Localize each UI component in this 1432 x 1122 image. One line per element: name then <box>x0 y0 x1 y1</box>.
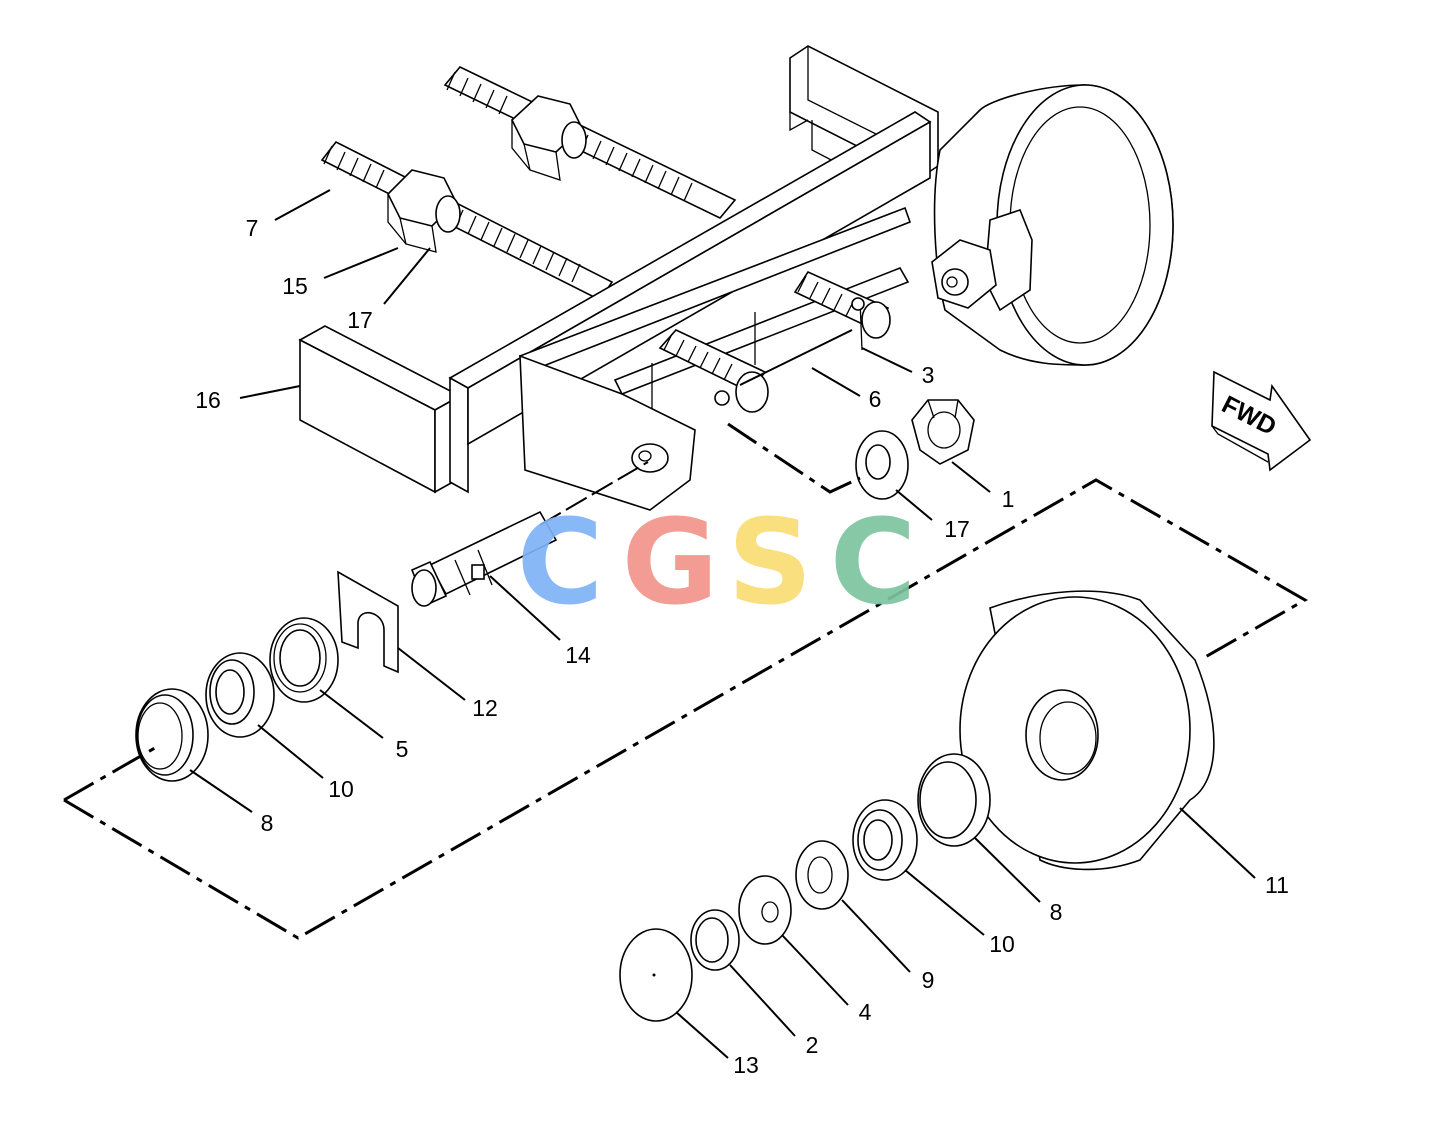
callout-labels: 7 15 17 16 3 6 1 17 14 12 5 10 8 11 8 10 9 4 2 13 <box>195 215 1289 1078</box>
callout-label: 3 <box>922 362 935 388</box>
nut-part-1 <box>911 399 975 465</box>
callout-label: 14 <box>565 642 591 668</box>
leader-line <box>841 899 911 973</box>
callout-label: 10 <box>328 776 354 802</box>
leader-line <box>319 689 384 739</box>
watermark-letter: C <box>517 493 604 631</box>
bearing-part-10-left <box>205 652 275 738</box>
leader-line <box>489 575 561 641</box>
seal-part-5 <box>269 617 339 703</box>
watermark-letter: S <box>728 493 813 631</box>
leader-line <box>239 385 301 399</box>
callout-label: 12 <box>472 695 498 721</box>
leader-line <box>951 461 991 493</box>
idler-wheel-part-11 <box>959 590 1215 871</box>
leader-line <box>675 1011 729 1059</box>
leader-line <box>257 724 324 779</box>
axle-shaft <box>410 461 649 607</box>
leader-line <box>861 347 913 373</box>
callout-label: 17 <box>347 307 373 333</box>
leader-line <box>895 489 933 521</box>
callout-label: 11 <box>1265 872 1289 898</box>
leader-line <box>904 869 985 936</box>
leader-line <box>397 647 466 701</box>
shim-part-12 <box>337 570 399 674</box>
callout-label: 10 <box>989 931 1015 957</box>
leader-lines <box>189 189 1256 1059</box>
callout-label: 8 <box>261 810 274 836</box>
bearing-part-10-right <box>852 799 918 881</box>
exploded-parts <box>135 399 1215 1022</box>
callout-label: 7 <box>246 215 259 241</box>
callout-label: 4 <box>859 999 872 1025</box>
lower-threaded-rod <box>320 140 614 302</box>
phantom-assembly-lines <box>63 422 1309 940</box>
cap-part-13 <box>619 928 693 1022</box>
leader-line <box>274 189 331 221</box>
leader-line <box>383 247 431 305</box>
pin-rod <box>739 329 853 386</box>
main-beam <box>448 111 932 494</box>
leader-line <box>189 769 253 813</box>
callout-label: 17 <box>944 516 970 542</box>
callout-label: 6 <box>869 386 882 412</box>
washer-part-4 <box>738 875 792 945</box>
front-block <box>298 325 462 494</box>
cross-shaft-b <box>793 270 891 351</box>
rear-idler-wheel <box>931 84 1174 366</box>
washer-part-9 <box>795 840 849 910</box>
leader-line <box>729 964 796 1037</box>
callout-label: 16 <box>195 387 221 413</box>
callout-label: 13 <box>733 1052 759 1078</box>
frame-assembly <box>298 45 1174 607</box>
leader-line <box>811 367 861 397</box>
nut-part-2 <box>690 909 740 971</box>
washer-part-17 <box>855 430 909 500</box>
callout-label: 9 <box>922 967 935 993</box>
callout-label: 2 <box>806 1032 819 1058</box>
leader-line <box>781 934 849 1006</box>
callout-label: 1 <box>1002 486 1015 512</box>
seal-part-8-right <box>917 753 991 847</box>
side-plate <box>519 354 696 511</box>
callout-label: 5 <box>396 736 409 762</box>
upper-threaded-rod <box>443 66 737 219</box>
watermark-letter: C <box>830 493 917 631</box>
leader-line <box>323 247 399 279</box>
callout-label: 15 <box>282 273 308 299</box>
callout-label: 8 <box>1050 899 1063 925</box>
leader-line <box>1179 807 1256 879</box>
watermark-letter: G <box>622 493 719 631</box>
leader-line <box>974 837 1041 903</box>
seal-part-8-left <box>135 688 209 782</box>
fwd-arrow: FWD <box>1211 370 1312 472</box>
